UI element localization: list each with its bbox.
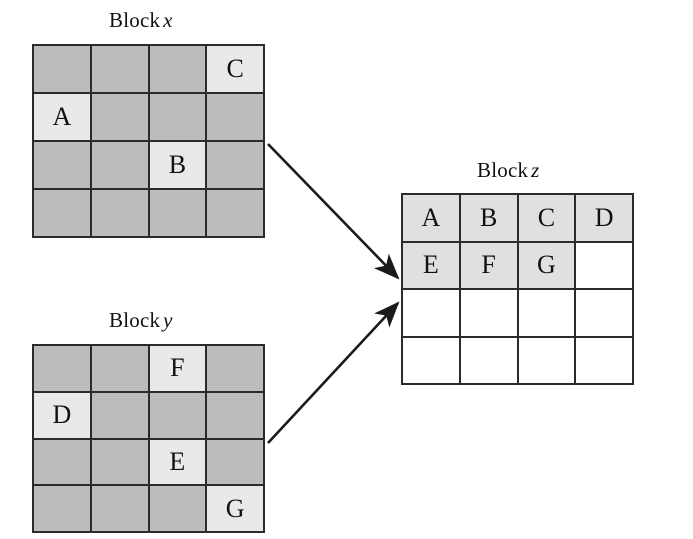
block-y-cell-r1c1[interactable] bbox=[91, 392, 150, 440]
block-z-cell-r1c2[interactable]: G bbox=[518, 242, 577, 290]
block-y-cell-r3c2[interactable] bbox=[149, 486, 208, 533]
block-x-cell-r0c2[interactable] bbox=[149, 46, 208, 94]
block-z-cell-r0c0[interactable]: A bbox=[403, 195, 461, 243]
block-x-cell-r1c2[interactable] bbox=[149, 94, 208, 142]
block-z-cell-r1c0[interactable]: E bbox=[403, 242, 461, 290]
block-x-cell-r3c3[interactable] bbox=[207, 190, 265, 238]
block-x-cell-r1c3[interactable] bbox=[207, 94, 265, 142]
block-y-title-variable: y bbox=[163, 308, 173, 332]
block-x-cell-r2c0[interactable] bbox=[34, 142, 92, 190]
block-y-title-prefix: Block bbox=[109, 308, 161, 332]
arrow-y-to-z bbox=[267, 301, 400, 444]
block-z-title-variable: z bbox=[531, 158, 540, 182]
block-y-cell-r2c1[interactable] bbox=[91, 439, 150, 487]
block-y-cell-r1c2[interactable] bbox=[149, 392, 208, 440]
block-y-cell-r0c1[interactable] bbox=[91, 346, 150, 393]
block-y-cell-r3c1[interactable] bbox=[91, 486, 150, 533]
block-z-cell-r0c1[interactable]: B bbox=[460, 195, 519, 243]
block-y-cell-r0c0[interactable] bbox=[34, 346, 92, 393]
block-x-cell-r3c0[interactable] bbox=[34, 190, 92, 238]
block-z-cell-r3c1[interactable] bbox=[460, 337, 519, 385]
block-y-cell-r2c2[interactable]: E bbox=[149, 439, 208, 487]
arrow-x-to-z bbox=[267, 143, 400, 280]
block-x-title-variable: x bbox=[163, 8, 173, 32]
block-x-cell-r0c3[interactable]: C bbox=[207, 46, 265, 94]
block-y-cell-r1c3[interactable] bbox=[207, 392, 265, 440]
block-z-cell-r0c3[interactable]: D bbox=[576, 195, 634, 243]
block-x-cell-r1c0[interactable]: A bbox=[34, 94, 92, 142]
block-x-cell-r2c1[interactable] bbox=[91, 142, 150, 190]
block-x-cell-r0c0[interactable] bbox=[34, 46, 92, 94]
block-z-title-prefix: Block bbox=[477, 158, 529, 182]
block-y-cell-r1c0[interactable]: D bbox=[34, 392, 92, 440]
block-z-cell-r2c1[interactable] bbox=[460, 290, 519, 338]
block-z-cell-r0c2[interactable]: C bbox=[518, 195, 577, 243]
block-y-cell-r0c2[interactable]: F bbox=[149, 346, 208, 393]
block-x-cell-r3c1[interactable] bbox=[91, 190, 150, 238]
block-y-cell-r2c0[interactable] bbox=[34, 439, 92, 487]
block-x-cell-r2c3[interactable] bbox=[207, 142, 265, 190]
block-z-grid: A B C D E F G bbox=[401, 193, 634, 385]
block-x-grid: C A B bbox=[32, 44, 265, 238]
block-x-title-prefix: Block bbox=[109, 8, 161, 32]
block-x-cell-r0c1[interactable] bbox=[91, 46, 150, 94]
block-z-cell-r2c2[interactable] bbox=[518, 290, 577, 338]
block-z-cell-r3c2[interactable] bbox=[518, 337, 577, 385]
block-z-cell-r2c0[interactable] bbox=[403, 290, 461, 338]
block-x-cell-r1c1[interactable] bbox=[91, 94, 150, 142]
block-y-grid: F D E G bbox=[32, 344, 265, 533]
block-x-cell-r2c2[interactable]: B bbox=[149, 142, 208, 190]
block-y-cell-r3c0[interactable] bbox=[34, 486, 92, 533]
block-x-cell-r3c2[interactable] bbox=[149, 190, 208, 238]
block-z-cell-r2c3[interactable] bbox=[576, 290, 634, 338]
block-y-cell-r0c3[interactable] bbox=[207, 346, 265, 393]
block-z-cell-r3c0[interactable] bbox=[403, 337, 461, 385]
block-y-cell-r2c3[interactable] bbox=[207, 439, 265, 487]
block-z-cell-r3c3[interactable] bbox=[576, 337, 634, 385]
block-z-cell-r1c1[interactable]: F bbox=[460, 242, 519, 290]
block-y-cell-r3c3[interactable]: G bbox=[207, 486, 265, 533]
block-z-cell-r1c3[interactable] bbox=[576, 242, 634, 290]
